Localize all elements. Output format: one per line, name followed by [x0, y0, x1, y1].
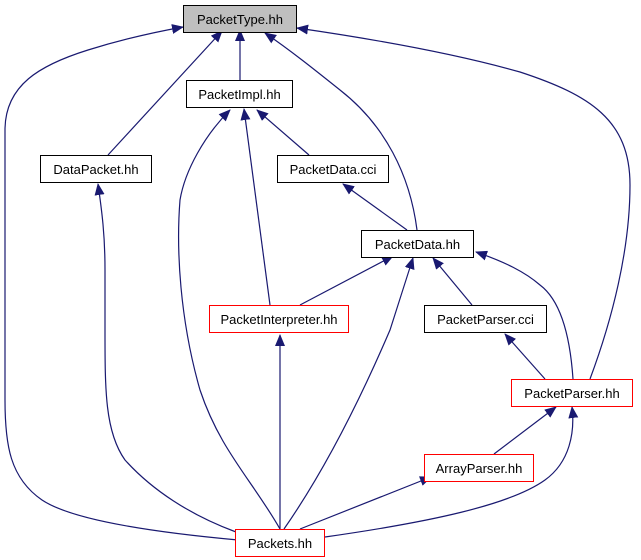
edge-array-parser-to-packet-parser [493, 406, 557, 455]
edge-packet-parser-to-packet-data [475, 250, 574, 380]
edge-packet-data-to-packet-data-cci [342, 183, 408, 231]
edge-packet-parser-cci-to-packet-data [432, 257, 473, 306]
node-data-packet[interactable]: DataPacket.hh [40, 155, 152, 183]
node-array-parser[interactable]: ArrayParser.hh [424, 454, 534, 482]
edge-packets-to-packet-parser [324, 406, 579, 538]
edge-data-packet-to-packet-type [107, 30, 223, 156]
edge-packet-interpreter-to-packet-impl [240, 108, 271, 306]
node-packet-parser-cci[interactable]: PacketParser.cci [424, 305, 547, 333]
edge-packets-to-packet-type [4, 24, 239, 541]
node-packet-data-cci[interactable]: PacketData.cci [277, 155, 389, 183]
edge-packet-data-to-packet-type [264, 32, 418, 231]
node-packets[interactable]: Packets.hh [235, 529, 325, 557]
edge-packets-to-data-packet [94, 183, 237, 533]
edge-packet-parser-to-packet-type [296, 24, 631, 380]
edge-packet-interpreter-to-packet-data [299, 255, 394, 306]
node-packet-type: PacketType.hh [183, 5, 297, 33]
edge-packets-to-packet-data [283, 257, 415, 530]
edge-packet-data-cci-to-packet-impl [256, 109, 310, 156]
node-packet-data[interactable]: PacketData.hh [361, 230, 474, 258]
edge-packet-parser-to-packet-parser-cci [504, 333, 546, 380]
node-packet-parser[interactable]: PacketParser.hh [511, 379, 633, 407]
node-packet-interpreter[interactable]: PacketInterpreter.hh [209, 305, 349, 333]
node-packet-impl[interactable]: PacketImpl.hh [186, 80, 293, 108]
edge-packets-to-array-parser [299, 476, 432, 530]
edge-packets-to-packet-impl [178, 109, 281, 530]
